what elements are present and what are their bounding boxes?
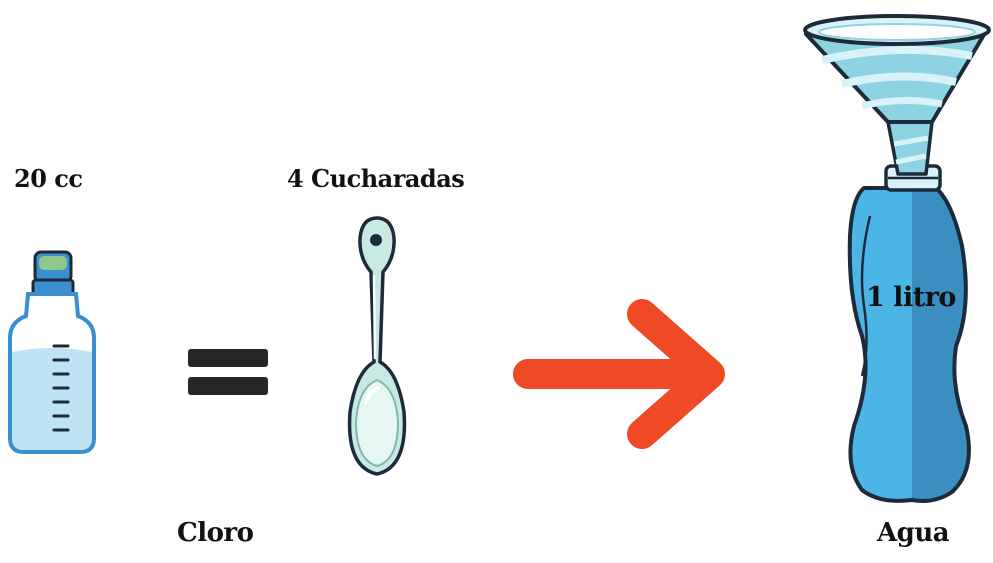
water-amount-label: 1 litro <box>866 282 956 313</box>
spoon-amount-label: 4 Cucharadas <box>287 164 464 193</box>
chlorine-caption: Cloro <box>177 518 253 548</box>
arrow-right-icon <box>510 296 732 452</box>
baby-bottle-icon <box>6 248 98 458</box>
spoon-icon <box>338 212 416 482</box>
water-bottle-icon <box>800 6 992 508</box>
equals-sign-icon <box>186 347 270 399</box>
chlorine-amount-label: 20 cc <box>14 164 82 193</box>
water-caption: Agua <box>877 518 949 548</box>
